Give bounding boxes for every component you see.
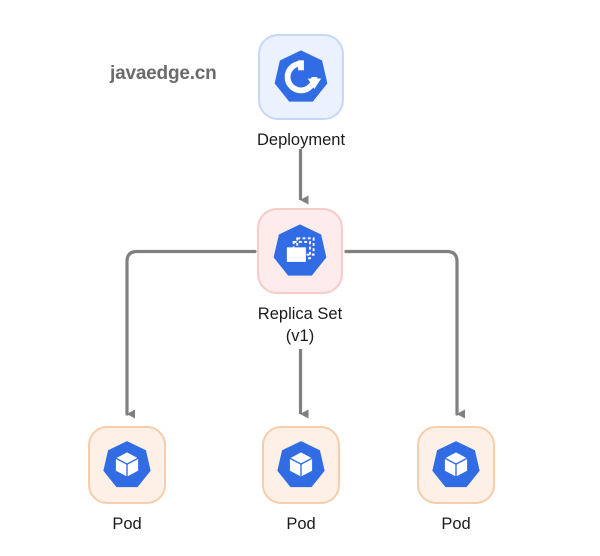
- node-deployment-label: Deployment: [257, 131, 346, 149]
- deployment-rotate-arrow-icon: [272, 48, 330, 106]
- pod-cube-icon: [430, 439, 482, 491]
- edge-replicaset-to-pod-3: [344, 249, 465, 419]
- node-replicaset-label: Replica Set (v1): [257, 305, 343, 346]
- node-pod-2-label: Pod: [286, 515, 316, 533]
- node-pod-1[interactable]: Pod: [88, 426, 166, 535]
- node-pod-3-label: Pod: [441, 515, 471, 533]
- node-pod-3[interactable]: Pod: [417, 426, 495, 535]
- node-deployment-box[interactable]: [258, 34, 345, 120]
- watermark-text: javaedge.cn: [110, 63, 217, 84]
- node-replicaset-box[interactable]: [257, 208, 343, 294]
- edge-replicaset-to-pod-1: [125, 249, 257, 419]
- node-deployment[interactable]: Deployment: [257, 34, 345, 151]
- node-pod-3-box[interactable]: [417, 426, 495, 504]
- node-pod-1-label: Pod: [112, 515, 142, 533]
- node-pod-2[interactable]: Pod: [262, 426, 340, 535]
- node-pod-2-box[interactable]: [262, 426, 340, 504]
- pod-cube-icon: [101, 439, 153, 491]
- pod-cube-icon: [275, 439, 327, 491]
- replicaset-stacked-sheets-icon: [271, 222, 329, 280]
- node-pod-1-box[interactable]: [88, 426, 166, 504]
- node-replicaset[interactable]: Replica Set (v1): [257, 208, 343, 348]
